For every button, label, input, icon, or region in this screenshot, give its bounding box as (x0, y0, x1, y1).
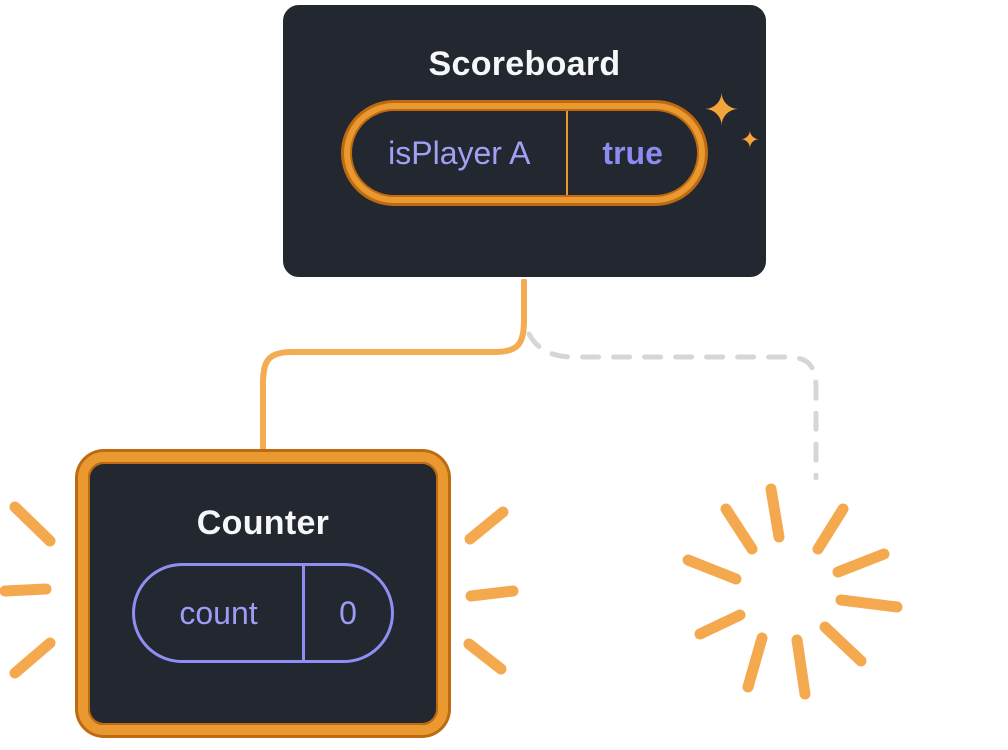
emphasis-ray (465, 585, 519, 602)
emphasis-ray (9, 501, 56, 547)
state-value-label: 0 (302, 566, 391, 660)
scoreboard-state-pill: isPlayer A true (341, 100, 708, 206)
burst-ray (832, 548, 890, 578)
sparkle-icon-large: ✦ (703, 86, 740, 135)
emphasis-ray (464, 506, 509, 545)
burst-ray (819, 621, 867, 667)
state-value-label: true (602, 134, 663, 171)
state-key-label: count (179, 594, 258, 631)
connector-solid (260, 278, 527, 455)
burst-ray (720, 503, 758, 555)
counter-card: Counter count 0 (78, 452, 448, 735)
state-key-label: isPlayer A (388, 134, 531, 171)
scoreboard-state-pill-inner: isPlayer A true (350, 109, 699, 197)
burst-ray (791, 634, 811, 700)
emphasis-ray (463, 638, 507, 675)
emphasis-ray (0, 583, 52, 597)
scoreboard-card: Scoreboard isPlayer A true ✦ ✦ (281, 3, 768, 279)
scoreboard-title: Scoreboard (428, 45, 621, 83)
emphasis-ray (9, 637, 56, 679)
burst-ray (765, 483, 785, 543)
burst-ray (682, 554, 742, 585)
emphasis-rays-right-icon (463, 506, 519, 675)
counter-state-pill: count 0 (132, 563, 394, 663)
poof-burst-icon (682, 483, 903, 700)
emphasis-rays-left-icon (0, 501, 56, 679)
burst-ray (742, 632, 768, 693)
counter-title: Counter (196, 504, 330, 542)
burst-ray (835, 594, 903, 613)
burst-ray (694, 609, 746, 640)
connector-dashed (526, 331, 819, 481)
sparkle-icon-small: ✦ (739, 127, 760, 154)
pill-divider (566, 111, 569, 195)
burst-ray (812, 503, 849, 555)
